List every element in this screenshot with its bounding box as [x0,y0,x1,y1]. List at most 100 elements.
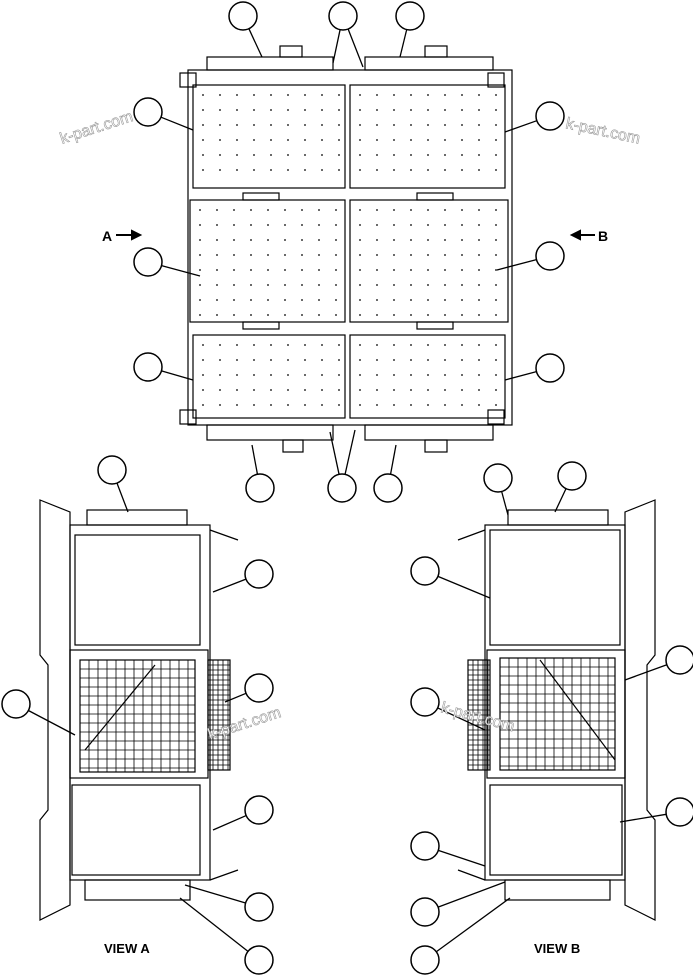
rivet-dot [478,299,480,301]
rivet-dot [376,374,378,376]
rivet-dot [410,239,412,241]
arrow-b-label: B [598,228,608,244]
rivet-dot [284,224,286,226]
leader-line [184,884,246,904]
rivet-dot [199,239,201,241]
rivet-dot [233,299,235,301]
rivet-dot [250,239,252,241]
rivet-dot [427,124,429,126]
rivet-dot [216,299,218,301]
rivet-dot [301,254,303,256]
rivet-dot [444,269,446,271]
rivet-dot [202,124,204,126]
rivet-dot [335,269,337,271]
rivet-dot [321,94,323,96]
rivet-dot [495,94,497,96]
rivet-dot [495,169,497,171]
rivet-dot [318,314,320,316]
rivet-dot [410,374,412,376]
callout-balloon [395,1,425,58]
rivet-dot [444,314,446,316]
rivet-dot [376,209,378,211]
rivet-dot [199,224,201,226]
leader-line [619,813,667,823]
rivet-dot [461,269,463,271]
leader-line [161,370,194,381]
rivet-dot [461,139,463,141]
rivet-dot [444,284,446,286]
rivet-dot [301,269,303,271]
rivet-dot [393,109,395,111]
rivet-dot [236,109,238,111]
rivet-dot [202,359,204,361]
rivet-dot [478,239,480,241]
rivet-dot [495,389,497,391]
callout-circle [535,353,565,383]
rivet-dot [444,139,446,141]
rivet-dot [376,404,378,406]
rivet-dot [301,239,303,241]
rivet-dot [427,139,429,141]
callout-circle [228,1,258,31]
callout-circle [133,97,163,127]
rivet-dot [427,109,429,111]
rivet-dot [495,299,497,301]
callout-balloon [410,831,486,867]
rivet-dot [376,154,378,156]
rivet-dot [376,169,378,171]
rivet-dot [393,344,395,346]
rivet-dot [253,359,255,361]
rivet-dot [284,239,286,241]
rivet-dot [253,94,255,96]
rivet-dot [393,224,395,226]
rivet-dot [267,239,269,241]
rivet-dot [267,254,269,256]
rivet-dot [284,269,286,271]
rivet-dot [410,359,412,361]
watermark: k-part.com [564,115,641,147]
rivet-dot [495,124,497,126]
rivet-dot [304,389,306,391]
rivet-dot [427,344,429,346]
rivet-dot [233,254,235,256]
callout-circle [244,673,274,703]
rivet-dot [321,344,323,346]
callout-balloon [245,444,275,503]
callout-circle [410,687,440,717]
rivet-dot [253,169,255,171]
watermark: k-part.com [58,108,135,148]
callout-circle [244,795,274,825]
callout-circle [1,689,31,719]
rivet-dot [233,284,235,286]
callout-balloon [184,884,274,922]
rivet-dot [219,169,221,171]
rivet-dot [202,154,204,156]
rivet-dot [427,224,429,226]
callout-circle [665,797,693,827]
rivet-dot [338,359,340,361]
rivet-dot [335,209,337,211]
leader-line [389,444,397,475]
rivet-dot [478,139,480,141]
rivet-dot [304,139,306,141]
rivet-dot [376,389,378,391]
rivet-dot [461,314,463,316]
rivet-dot [216,209,218,211]
rivet-dot [250,284,252,286]
callout-balloon [212,795,274,831]
rivet-dot [321,374,323,376]
callout-balloon [496,241,565,271]
callout-circle [557,461,587,491]
rivet-dot [321,139,323,141]
rivet-dot [236,139,238,141]
leader-line [435,897,511,953]
rivet-dot [410,169,412,171]
rivet-dot [284,254,286,256]
rivet-dot [427,314,429,316]
arrow-a-label: A [102,228,112,244]
rivet-dot [444,209,446,211]
callout-circle [395,1,425,31]
rivet-dot [202,374,204,376]
rivet-dot [219,359,221,361]
rivet-dot [219,389,221,391]
